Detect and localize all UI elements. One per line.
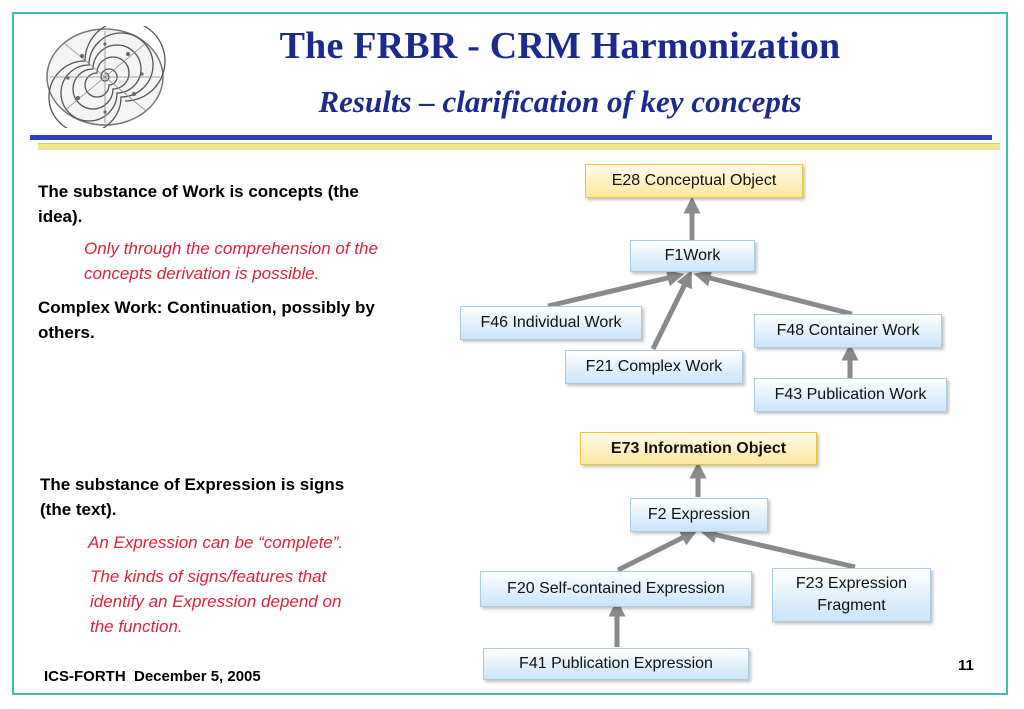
node-f23-line1: F23 Expression xyxy=(795,575,908,592)
page-title: The FRBR - CRM Harmonization xyxy=(279,25,841,67)
node-f20-self-contained-expression: F20 Self-contained Expression xyxy=(480,571,752,607)
expression-note-line4: the function. xyxy=(90,617,183,636)
slide-frame xyxy=(12,12,1008,695)
work-text-line3: Complex Work: Continuation, possibly by xyxy=(38,298,375,317)
node-e28-conceptual-object: E28 Conceptual Object xyxy=(585,164,803,198)
arrow-f20-to-f2 xyxy=(616,530,698,573)
expression-text-line2: (the text). xyxy=(40,500,117,519)
arrow-f48-to-f1 xyxy=(693,269,853,317)
node-f23-line2: Fragment xyxy=(817,597,886,614)
work-text-line1: The substance of Work is concepts (the xyxy=(38,182,359,201)
arrow-f21-to-f1 xyxy=(650,270,692,351)
expression-note-line1: An Expression can be “complete”. xyxy=(88,533,344,552)
page-subtitle: Results – clarification of key concepts xyxy=(318,84,802,119)
arrow-f23-to-f2 xyxy=(699,526,856,570)
node-e73-information-object: E73 Information Object xyxy=(580,432,817,465)
node-f23-expression-fragment: F23 Expression Fragment xyxy=(772,568,931,622)
node-f48-container-work: F48 Container Work xyxy=(754,314,942,348)
node-f43-publication-work: F43 Publication Work xyxy=(754,378,947,412)
work-text-line2: idea). xyxy=(38,207,83,226)
node-f21-complex-work: F21 Complex Work xyxy=(565,350,743,384)
arrow-f46-to-f1 xyxy=(547,269,685,309)
expression-note-line3: identify an Expression depend on xyxy=(90,592,342,611)
expression-text-line1: The substance of Expression is signs xyxy=(40,475,345,494)
work-note-line1: Only through the comprehension of the xyxy=(84,239,378,258)
work-text-line4: others. xyxy=(38,323,95,342)
node-f2-expression: F2 Expression xyxy=(630,498,768,532)
node-f1-work: F1Work xyxy=(630,240,755,272)
footer-left: ICS-FORTH December 5, 2005 xyxy=(44,668,261,685)
phaistos-disc-icon xyxy=(46,26,166,128)
title-divider-yellow xyxy=(38,143,1000,150)
node-f41-publication-expression: F41 Publication Expression xyxy=(483,648,749,680)
expression-note-line2: The kinds of signs/features that xyxy=(90,567,327,586)
work-note-line2: concepts derivation is possible. xyxy=(84,264,320,283)
page-number: 11 xyxy=(958,657,974,674)
node-f46-individual-work: F46 Individual Work xyxy=(460,306,642,340)
title-divider-blue xyxy=(30,135,992,140)
